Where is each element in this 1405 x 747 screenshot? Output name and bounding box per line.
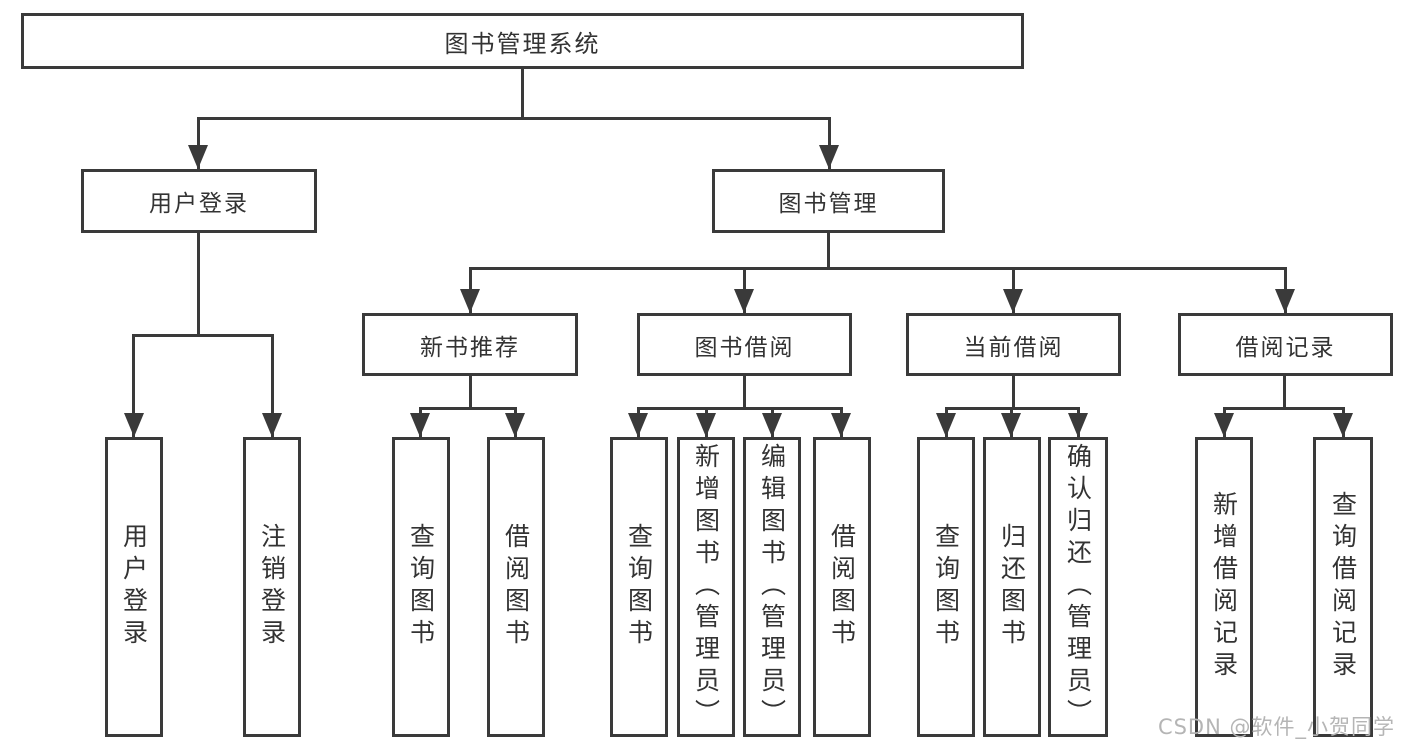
leaf-add-books-admin: 新增图书（管理员） (677, 437, 735, 737)
connector-line (197, 117, 200, 169)
leaf-edit-books-admin-label: 编辑图书（管理员） (757, 443, 787, 731)
leaf-add-borrow-record-label: 新增借阅记录 (1209, 491, 1239, 683)
node-book-management-label: 图书管理 (778, 191, 879, 217)
arrowhead-icon (1275, 289, 1295, 313)
node-user-login-label: 用户登录 (149, 191, 249, 217)
leaf-query-borrow-record: 查询借阅记录 (1313, 437, 1373, 737)
node-borrowing-records-label: 借阅记录 (1235, 334, 1336, 361)
connector-line (521, 69, 524, 119)
connector-line (827, 233, 830, 270)
arrowhead-icon (819, 145, 839, 169)
leaf-query-borrow-record-label: 查询借阅记录 (1328, 491, 1358, 683)
leaf-logout: 注销登录 (243, 437, 301, 737)
node-borrowing-records: 借阅记录 (1178, 313, 1393, 376)
leaf-user-login: 用户登录 (105, 437, 163, 737)
connector-line (419, 407, 517, 410)
leaf-add-books-admin-label: 新增图书（管理员） (691, 443, 721, 731)
connector-line (469, 376, 472, 409)
arrowhead-icon (762, 413, 782, 437)
connector-line (197, 117, 831, 120)
leaf-query-books-1: 查询图书 (392, 437, 450, 737)
leaf-borrow-books-1: 借阅图书 (487, 437, 545, 737)
leaf-query-books-2: 查询图书 (610, 437, 668, 737)
connector-line (1223, 407, 1345, 410)
connector-line (637, 407, 843, 410)
leaf-confirm-return-admin: 确认归还（管理员） (1048, 437, 1108, 737)
leaf-query-books-1-label: 查询图书 (406, 523, 436, 651)
node-current-borrowing-label: 当前借阅 (963, 334, 1064, 361)
node-book-borrowing: 图书借阅 (637, 313, 852, 376)
connector-line (1012, 376, 1015, 409)
leaf-return-books-label: 归还图书 (997, 523, 1027, 651)
node-root-label: 图书管理系统 (444, 29, 601, 58)
arrowhead-icon (1333, 413, 1353, 437)
connector-line (1283, 376, 1286, 409)
arrowhead-icon (936, 413, 956, 437)
arrowhead-icon (696, 413, 716, 437)
arrowhead-icon (628, 413, 648, 437)
leaf-add-borrow-record: 新增借阅记录 (1195, 437, 1253, 737)
arrowhead-icon (1003, 289, 1023, 313)
connector-line (743, 376, 746, 409)
arrowhead-icon (1068, 413, 1088, 437)
leaf-query-books-2-label: 查询图书 (624, 523, 654, 651)
connector-line (469, 267, 1286, 270)
arrowhead-icon (124, 413, 144, 437)
csdn-watermark: CSDN @软件_小贺同学 (1157, 715, 1395, 739)
arrowhead-icon (734, 289, 754, 313)
connector-line (197, 233, 200, 337)
arrowhead-icon (831, 413, 851, 437)
node-user-login: 用户登录 (81, 169, 317, 233)
node-root: 图书管理系统 (21, 13, 1024, 69)
leaf-logout-label: 注销登录 (257, 523, 287, 651)
node-new-book-recommendation-label: 新书推荐 (420, 334, 520, 361)
node-current-borrowing: 当前借阅 (906, 313, 1121, 376)
arrowhead-icon (505, 413, 525, 437)
leaf-confirm-return-admin-label: 确认归还（管理员） (1063, 443, 1093, 731)
arrowhead-icon (1214, 413, 1234, 437)
leaf-return-books: 归还图书 (983, 437, 1041, 737)
arrowhead-icon (410, 413, 430, 437)
leaf-query-books-3: 查询图书 (917, 437, 975, 737)
leaf-borrow-books-2: 借阅图书 (813, 437, 871, 737)
connector-line (828, 117, 831, 169)
arrowhead-icon (460, 289, 480, 313)
leaf-borrow-books-2-label: 借阅图书 (827, 523, 857, 651)
node-book-borrowing-label: 图书借阅 (694, 334, 795, 361)
leaf-query-books-3-label: 查询图书 (931, 523, 961, 651)
arrowhead-icon (262, 413, 282, 437)
connector-line (132, 334, 274, 337)
arrowhead-icon (188, 145, 208, 169)
leaf-borrow-books-1-label: 借阅图书 (501, 523, 531, 651)
leaf-edit-books-admin: 编辑图书（管理员） (743, 437, 801, 737)
node-book-management: 图书管理 (712, 169, 945, 233)
connector-line (132, 334, 135, 437)
arrowhead-icon (1001, 413, 1021, 437)
connector-line (271, 334, 274, 437)
leaf-user-login-label: 用户登录 (119, 523, 149, 651)
node-new-book-recommendation: 新书推荐 (362, 313, 578, 376)
